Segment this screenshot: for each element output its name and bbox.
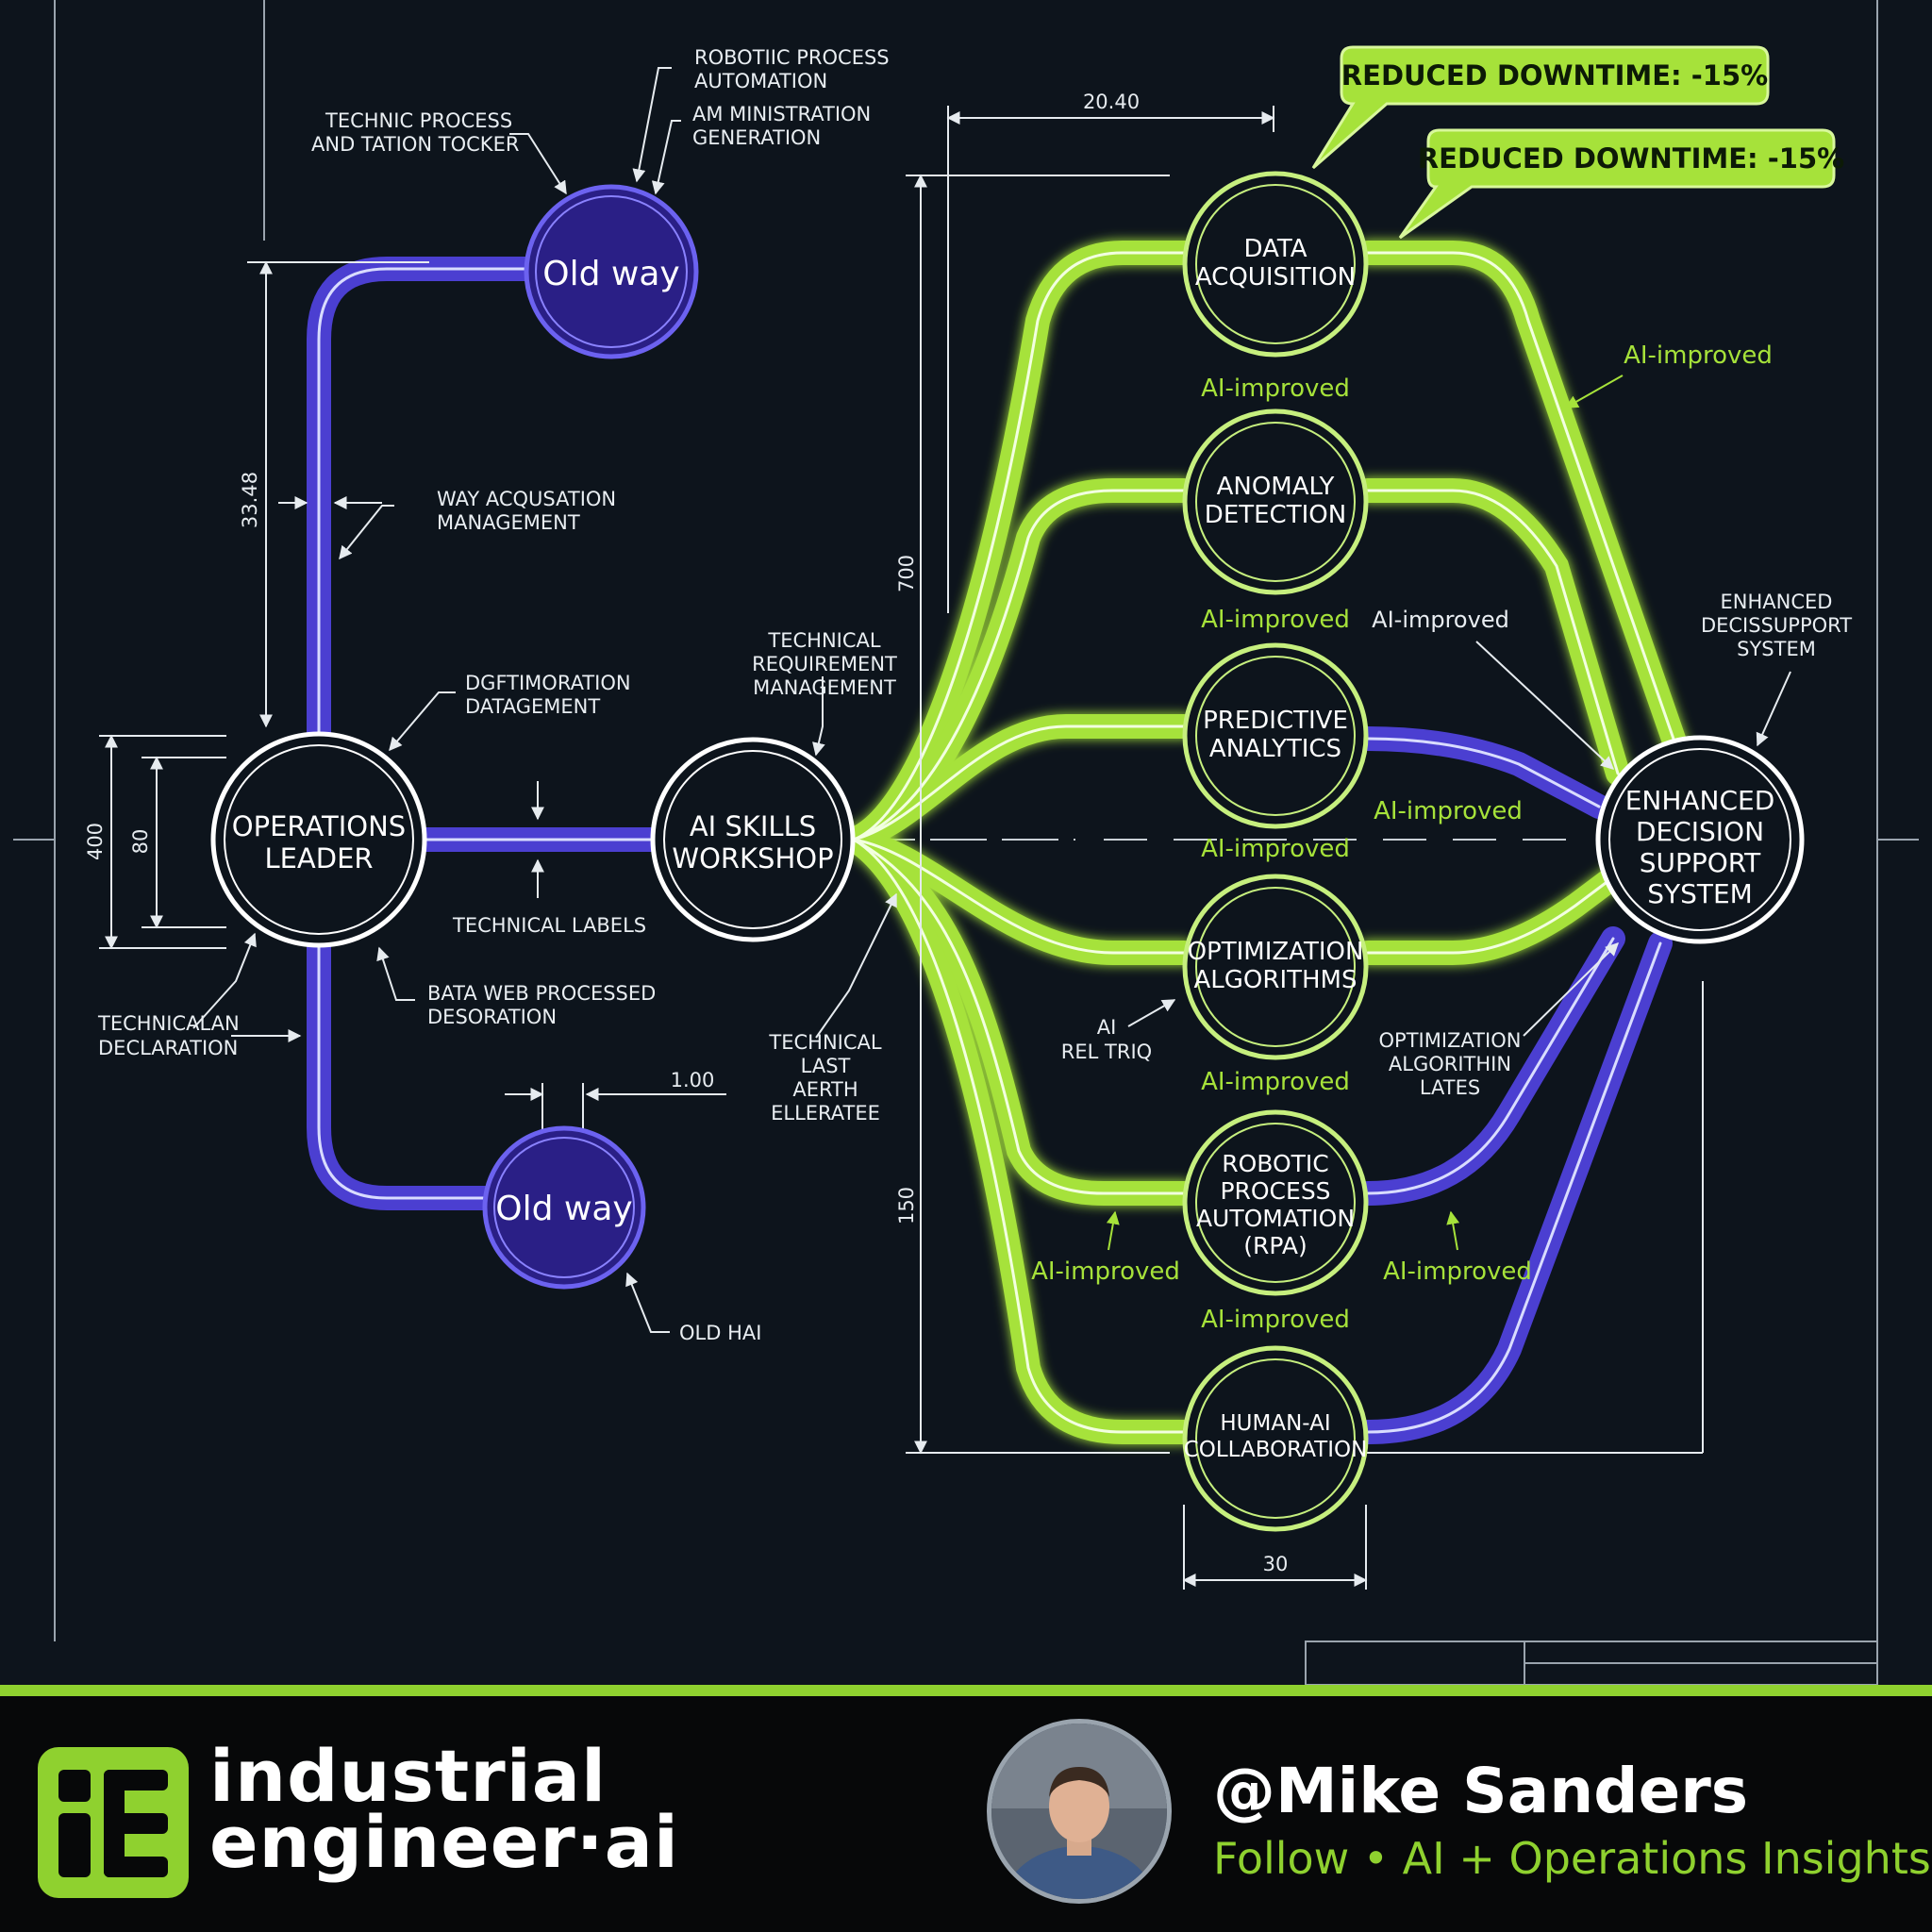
svg-text:AI-improved: AI-improved	[1031, 1257, 1180, 1286]
svg-text:REDUCED DOWNTIME: -15%: REDUCED DOWNTIME: -15%	[1341, 59, 1768, 92]
svg-text:AI-improved: AI-improved	[1201, 1068, 1350, 1096]
callout-reduced-downtime-2: REDUCED DOWNTIME: -15%	[1400, 130, 1844, 238]
author-tagline: Follow • AI + Operations Insights	[1213, 1832, 1931, 1885]
svg-text:AI-improved: AI-improved	[1624, 341, 1773, 370]
svg-text:80: 80	[129, 829, 152, 855]
industrial-engineer-logo-icon[interactable]	[38, 1747, 189, 1898]
label-old-hai: OLD HAI	[679, 1322, 761, 1344]
footer-bar: industrial engineer·ai @Mike Sanders Fol…	[0, 1685, 1932, 1932]
svg-text:400: 400	[84, 823, 107, 860]
node-old-way-top[interactable]: Old way	[526, 187, 696, 357]
author-handle[interactable]: @Mike Sanders	[1213, 1758, 1748, 1824]
svg-text:AI-improved: AI-improved	[1201, 606, 1350, 634]
svg-text:AI-improved: AI-improved	[1374, 797, 1523, 825]
label-technical-labels: TECHNICAL LABELS	[452, 914, 646, 937]
person-avatar-icon	[991, 1724, 1167, 1899]
brand-wordmark[interactable]: industrial engineer·ai	[209, 1743, 679, 1875]
svg-text:AI-improved: AI-improved	[1201, 835, 1350, 863]
avatar[interactable]	[987, 1719, 1172, 1904]
svg-text:AI-improved: AI-improved	[1201, 1306, 1350, 1334]
svg-text:700: 700	[895, 555, 918, 592]
svg-text:AI-improved: AI-improved	[1201, 375, 1350, 403]
brand-line-2: engineer·ai	[209, 1809, 679, 1875]
svg-text:Old way: Old way	[542, 255, 679, 293]
svg-text:AI-improved: AI-improved	[1383, 1257, 1532, 1286]
svg-text:AI-improved: AI-improved	[1372, 607, 1509, 633]
svg-text:REDUCED DOWNTIME: -15%: REDUCED DOWNTIME: -15%	[1418, 142, 1844, 175]
svg-text:150: 150	[895, 1187, 918, 1224]
svg-text:30: 30	[1263, 1553, 1289, 1575]
svg-text:20.40: 20.40	[1083, 91, 1140, 113]
svg-text:1.00: 1.00	[671, 1069, 715, 1091]
node-old-way-bottom[interactable]: Old way	[485, 1128, 643, 1287]
svg-text:33.48: 33.48	[239, 472, 261, 528]
svg-text:Old way: Old way	[495, 1190, 632, 1228]
